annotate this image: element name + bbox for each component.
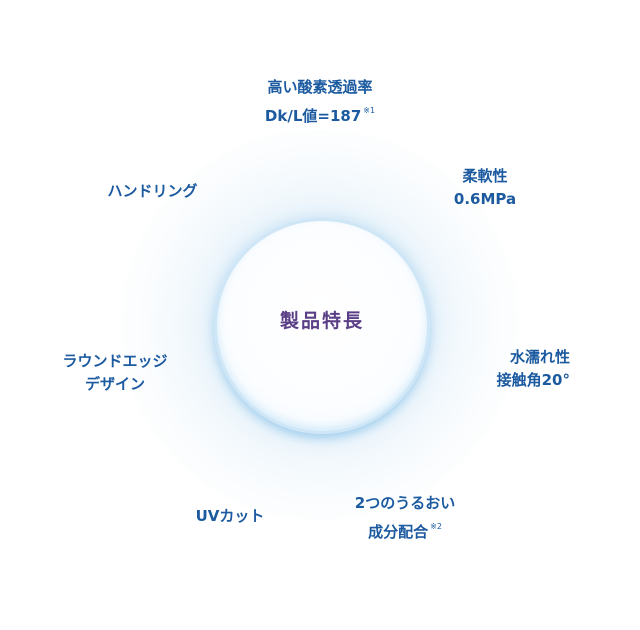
- feature-oxygen-value: Dk/L値=187: [264, 107, 362, 125]
- feature-moisture: 2つのうるおい 成分配合※2: [330, 492, 480, 544]
- feature-oxygen-permeability: 高い酸素透過率 Dk/L値=187※1: [220, 76, 420, 128]
- feature-oxygen-value-line: Dk/L値=187※1: [220, 99, 420, 128]
- feature-uv-cut: UVカット: [170, 505, 290, 528]
- feature-moisture-title: 2つのうるおい: [354, 494, 456, 512]
- center-circle: [214, 218, 430, 434]
- feature-wettability: 水濡れ性 接触角20°: [460, 346, 570, 392]
- feature-moisture-value-line: 成分配合※2: [330, 515, 480, 544]
- footnote-mark-1: ※1: [363, 106, 376, 115]
- feature-wettability-value: 接触角20°: [496, 371, 570, 389]
- feature-round-edge-subtitle: デザイン: [84, 375, 145, 393]
- feature-oxygen-title: 高い酸素透過率: [267, 78, 373, 96]
- feature-round-edge-title: ラウンドエッジ: [62, 352, 168, 370]
- feature-handling-title: ハンドリング: [107, 182, 198, 200]
- footnote-mark-2: ※2: [430, 522, 442, 531]
- feature-flexibility-value: 0.6MPa: [453, 190, 517, 208]
- feature-flexibility-title: 柔軟性: [462, 167, 508, 185]
- feature-round-edge: ラウンドエッジ デザイン: [30, 350, 200, 396]
- feature-uv-title: UVカット: [195, 507, 265, 525]
- center-label: 製品特長: [279, 310, 364, 332]
- feature-handling: ハンドリング: [80, 180, 225, 203]
- feature-moisture-value: 成分配合: [368, 523, 429, 541]
- feature-wettability-title: 水濡れ性: [509, 348, 570, 366]
- feature-flexibility: 柔軟性 0.6MPa: [430, 165, 540, 211]
